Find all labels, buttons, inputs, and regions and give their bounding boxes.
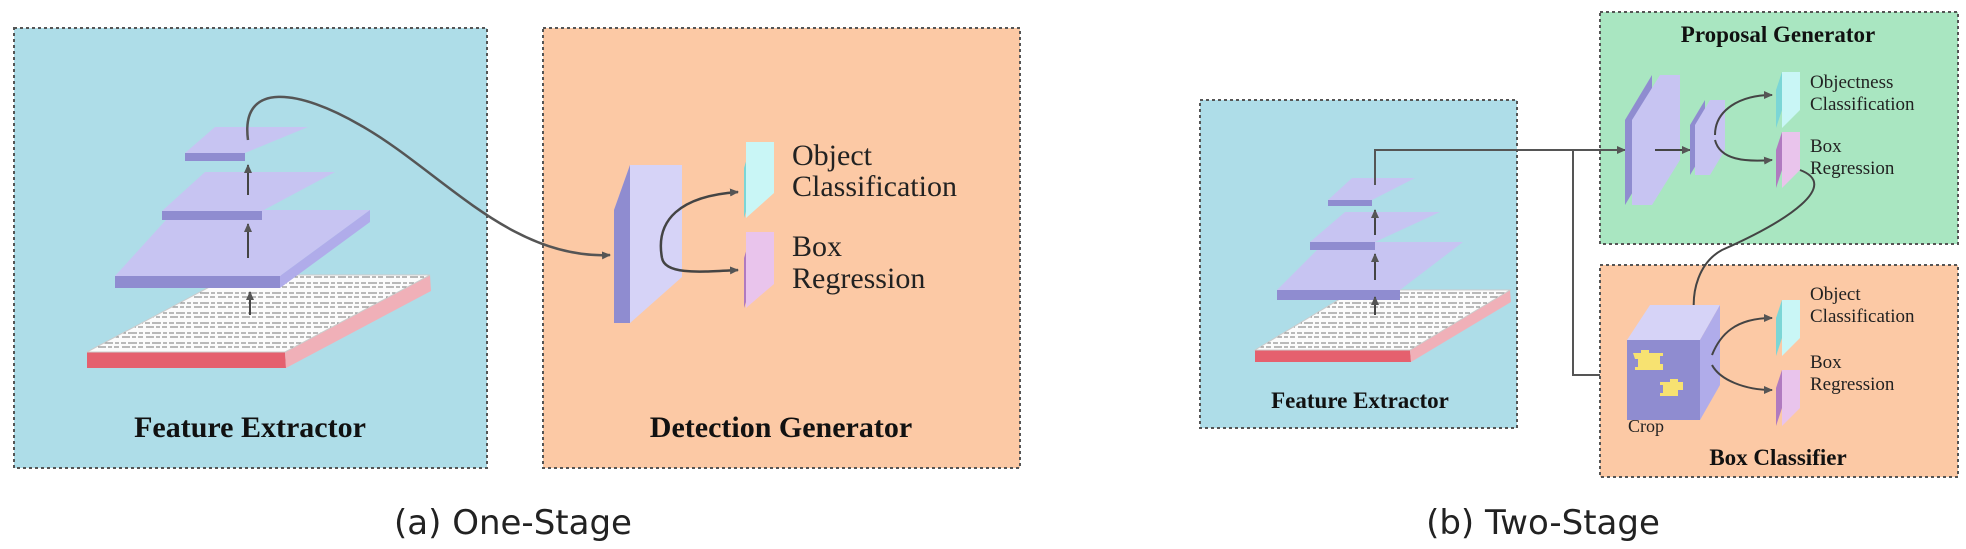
classifier-box-regression-output bbox=[1776, 370, 1800, 426]
box-regression-output bbox=[744, 232, 774, 308]
feature-pyramid bbox=[115, 127, 370, 288]
panel-a-one-stage: Feature Extractor Object Classification … bbox=[13, 27, 1021, 543]
rpn-block-2 bbox=[1690, 100, 1725, 175]
classifier-object-label-2: Classification bbox=[1810, 306, 1915, 327]
feature-extractor-title-b: Feature Extractor bbox=[1271, 388, 1449, 413]
objectness-output bbox=[1776, 72, 1800, 128]
classifier-regression-label-2: Regression bbox=[1810, 374, 1895, 395]
rpn-block-1 bbox=[1625, 75, 1680, 205]
objectness-label-1: Objectness bbox=[1810, 72, 1893, 93]
caption-a: (a) One-Stage bbox=[394, 503, 632, 543]
box-regression-label-1: Box bbox=[792, 230, 842, 263]
detection-generator-title: Detection Generator bbox=[650, 411, 912, 444]
detection-head-block bbox=[614, 165, 682, 323]
box-regression-label-2: Regression bbox=[792, 262, 925, 295]
crop-cube bbox=[1627, 305, 1720, 420]
objectness-label-2: Classification bbox=[1810, 94, 1915, 115]
panel-b-two-stage: Feature Extractor Proposal Generator Obj… bbox=[1199, 11, 1959, 543]
proposal-regression-label-2: Regression bbox=[1810, 158, 1895, 179]
proposal-generator-title: Proposal Generator bbox=[1681, 22, 1875, 47]
classifier-object-label-1: Object bbox=[1810, 284, 1861, 305]
input-image-icon-b bbox=[1253, 289, 1512, 362]
proposal-regression-label-1: Box bbox=[1810, 136, 1842, 157]
proposal-box-regression-output bbox=[1776, 132, 1800, 188]
caption-b: (b) Two-Stage bbox=[1426, 503, 1660, 543]
object-classification-label-2: Classification bbox=[792, 170, 957, 203]
classifier-regression-label-1: Box bbox=[1810, 352, 1842, 373]
box-classifier-title: Box Classifier bbox=[1709, 445, 1846, 470]
object-classification-label-1: Object bbox=[792, 139, 873, 172]
feature-extractor-title: Feature Extractor bbox=[134, 411, 366, 444]
classifier-object-output bbox=[1776, 300, 1800, 356]
crop-label: Crop bbox=[1628, 416, 1664, 436]
object-classification-output bbox=[744, 142, 774, 218]
input-image-icon bbox=[86, 274, 431, 368]
